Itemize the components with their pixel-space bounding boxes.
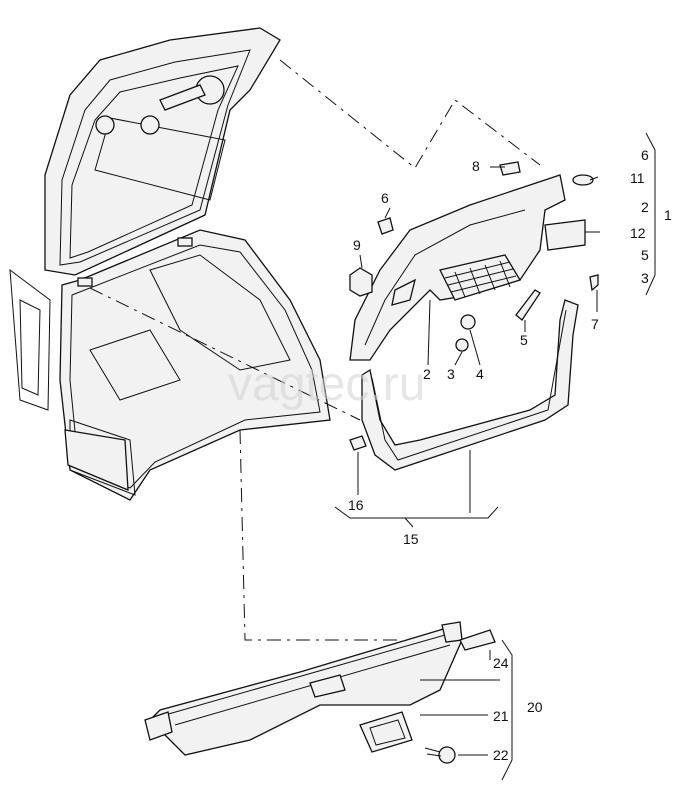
callout-3: 3 xyxy=(447,366,455,382)
clip-parts xyxy=(349,161,599,451)
callout-9: 9 xyxy=(353,237,361,253)
callout-5: 5 xyxy=(520,332,528,348)
callout-2-right: 2 xyxy=(641,199,649,215)
trim-panel-illustration xyxy=(349,174,594,361)
callout-22: 22 xyxy=(493,747,509,763)
callout-labels: 8 6 9 6 11 2 1 12 5 3 7 5 2 3 4 16 15 24… xyxy=(348,147,672,763)
callout-21: 21 xyxy=(493,708,509,724)
guide-lines xyxy=(89,59,541,641)
callout-6-right: 6 xyxy=(641,147,649,163)
vehicle-rear-illustration xyxy=(9,27,331,501)
sill-trim-illustration xyxy=(361,299,579,471)
callout-2: 2 xyxy=(423,366,431,382)
luggage-cover-illustration xyxy=(144,621,496,764)
callout-12: 12 xyxy=(630,225,646,241)
callout-6-clip: 6 xyxy=(381,190,389,206)
watermark-text: vagtec.ru xyxy=(228,358,425,411)
callout-5-right: 5 xyxy=(641,247,649,263)
callout-8: 8 xyxy=(472,158,480,174)
callout-4: 4 xyxy=(476,366,484,382)
leader-lines xyxy=(334,132,656,781)
callout-7: 7 xyxy=(591,316,599,332)
storage-net xyxy=(444,260,517,298)
callout-3-right: 3 xyxy=(641,270,649,286)
callout-24: 24 xyxy=(493,655,509,671)
callout-20: 20 xyxy=(527,699,543,715)
callout-15: 15 xyxy=(403,531,419,547)
callout-16: 16 xyxy=(348,497,364,513)
callout-1: 1 xyxy=(664,207,672,223)
callout-11: 11 xyxy=(630,170,645,186)
